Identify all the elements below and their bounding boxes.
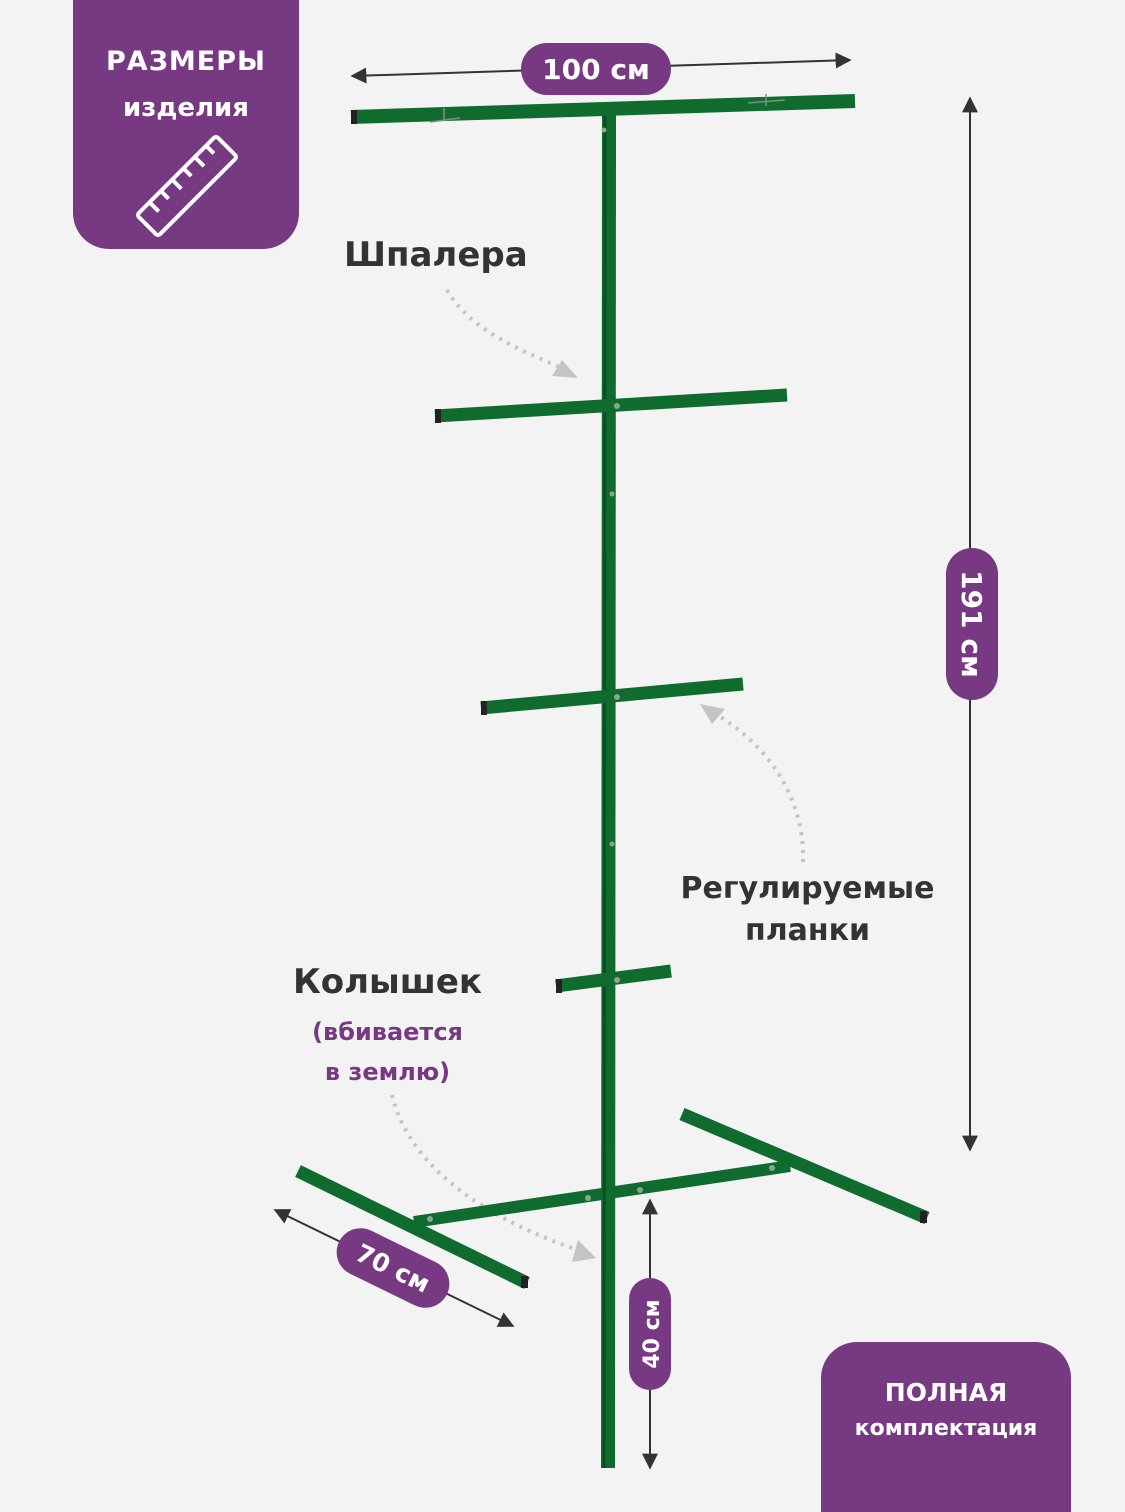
base-pill	[336, 1228, 450, 1308]
kit-badge-title: ПОЛНАЯ	[884, 1378, 1008, 1407]
main-post	[601, 111, 616, 1469]
joints	[427, 127, 775, 1222]
height-label: 191 см	[955, 570, 988, 678]
trellis-label: Шпалера	[344, 235, 528, 275]
stake-pill	[629, 1278, 671, 1390]
width-dimension: 100 см	[350, 43, 852, 95]
ruler-icon	[136, 135, 238, 237]
stake-pointer	[390, 1094, 579, 1252]
slat-2	[480, 677, 744, 715]
stake-note-line1: (вбивается	[312, 1018, 463, 1046]
top-bar	[350, 94, 856, 124]
adjustable-slats-label: Регулируемые планки	[660, 868, 955, 952]
stake-dimension: 40 см	[629, 1198, 671, 1470]
pointer-arrowheads	[552, 360, 725, 1262]
stake-note: (вбивается в землю)	[260, 1012, 515, 1092]
stake-pointer-head	[572, 1240, 596, 1262]
stake-dimension-label: 40 см	[640, 1299, 665, 1368]
width-pill	[521, 43, 671, 95]
height-pill	[946, 548, 998, 700]
slats-label-line1: Регулируемые	[680, 871, 935, 906]
pointer-arrows	[390, 289, 806, 1252]
base-dimension: 70 см	[273, 1209, 515, 1327]
base-rail-left	[295, 1165, 530, 1289]
base-rail-right	[679, 1108, 930, 1224]
slat-1	[434, 388, 788, 423]
main-post-shade	[602, 111, 607, 1469]
slats-label-line2: планки	[744, 913, 871, 948]
stake-label: Колышек	[292, 962, 483, 1002]
tube-ends	[351, 110, 927, 1288]
size-badge-subtitle: изделия	[123, 93, 249, 123]
trellis-pointer-head	[552, 360, 578, 378]
kit-badge-subtitle: комплектация	[854, 1416, 1038, 1441]
slats-pointer-head	[700, 704, 725, 724]
width-label: 100 см	[542, 53, 650, 86]
slats-pointer	[711, 710, 806, 863]
full-kit-badge: ПОЛНАЯ комплектация	[821, 1342, 1071, 1512]
size-badge-title: РАЗМЕРЫ	[106, 46, 266, 77]
slat-3	[555, 964, 672, 993]
trellis-pointer	[445, 289, 563, 370]
height-dimension: 191 см	[946, 96, 998, 1152]
trellis-frame	[295, 94, 930, 1469]
top-clips	[429, 94, 786, 123]
size-badge: РАЗМЕРЫ изделия	[73, 0, 299, 249]
stake-note-line2: в землю)	[324, 1058, 451, 1086]
